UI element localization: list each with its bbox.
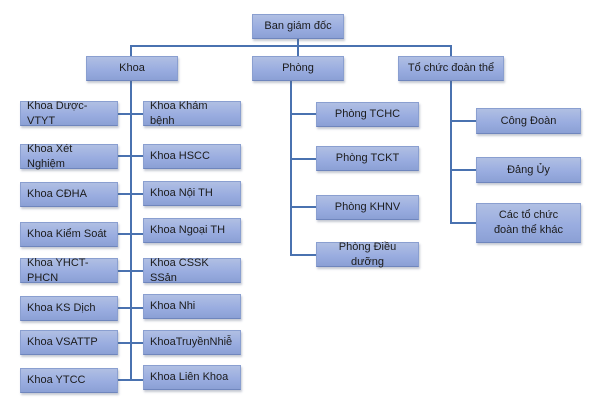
node-khoa-child: Khoa YHCT-PHCN xyxy=(20,256,118,284)
node-label: Khoa VSATTP xyxy=(27,336,98,349)
connector-phong-spine xyxy=(290,81,292,256)
connector-khoa-rung xyxy=(118,307,143,309)
node-phong-child: Phòng Điều dưỡng xyxy=(316,240,419,268)
connector-phong-rung xyxy=(290,113,316,115)
node-label: Khoa Nội TH xyxy=(150,187,213,200)
node-khoa-child: Khoa VSATTP xyxy=(20,330,118,355)
node-phong: Phòng xyxy=(252,56,344,81)
connector-khoa-rung xyxy=(118,155,143,157)
node-label: Khoa Ngoại TH xyxy=(150,224,226,237)
connector-tochuc-up xyxy=(450,45,452,56)
node-label: Phòng xyxy=(282,62,314,75)
connector-khoa-rung xyxy=(118,113,143,115)
connector-tochuc-rung xyxy=(450,169,476,171)
node-label: Khoa KS Dịch xyxy=(27,302,96,315)
connector-phong-rung xyxy=(290,206,316,208)
node-label: Khoa CSSK SSản xyxy=(150,256,209,284)
connector-phong-rung xyxy=(290,158,316,160)
connector-khoa-rung xyxy=(118,270,143,272)
node-khoa-child: Khoa HSCC xyxy=(143,144,241,169)
node-label: Phòng TCKT xyxy=(335,152,400,165)
connector-tochuc-rung xyxy=(450,222,476,224)
node-khoa-child: Khoa KS Dịch xyxy=(20,296,118,321)
node-label: Khoa Xét Nghiệm xyxy=(27,142,73,170)
node-label: Khoa xyxy=(119,62,145,75)
node-khoa-child: Khoa Nội TH xyxy=(143,181,241,206)
node-label: Các tổ chức đoàn thể khác xyxy=(493,209,564,236)
node-phong-child: Phòng KHNV xyxy=(316,195,419,220)
connector-khoa-rung xyxy=(118,233,143,235)
connector-tochuc-spine xyxy=(450,81,452,223)
node-khoa-child: Khoa Khám bệnh xyxy=(143,99,241,127)
node-khoa-child: Khoa Kiểm Soát xyxy=(20,222,118,247)
node-phong-child: Phòng TCHC xyxy=(316,102,419,127)
connector-phong-rung xyxy=(290,254,316,256)
node-to-chuc-doan-the: Tổ chức đoàn thể xyxy=(398,56,504,81)
node-khoa-child: Khoa Ngoại TH xyxy=(143,218,241,243)
node-ban-giam-doc: Ban giám đốc xyxy=(252,14,344,39)
node-tochuc-child: Các tổ chức đoàn thể khác xyxy=(476,203,581,243)
connector-khoa-rung xyxy=(118,342,143,344)
node-label: Đảng Ủy xyxy=(507,163,550,176)
node-label: Phòng KHNV xyxy=(334,201,401,214)
node-label: Phòng Điều dưỡng xyxy=(338,240,397,268)
node-khoa-child: Khoa Xét Nghiệm xyxy=(20,142,118,170)
node-label: KhoaTruyềnNhiễ xyxy=(150,336,233,349)
node-khoa: Khoa xyxy=(86,56,178,81)
connector-top-bus xyxy=(130,45,452,47)
node-label: Khoa Dược-VTYT xyxy=(27,99,88,127)
node-label: Khoa Liên Khoa xyxy=(150,371,229,384)
node-label: Khoa YHCT-PHCN xyxy=(27,256,89,284)
node-tochuc-child: Công Đoàn xyxy=(476,108,581,134)
node-label: Khoa Nhi xyxy=(150,300,196,313)
node-label: Công Đoàn xyxy=(500,114,557,127)
connector-khoa-rung xyxy=(118,193,143,195)
node-khoa-child: Khoa Liên Khoa xyxy=(143,365,241,390)
node-khoa-child: Khoa Dược-VTYT xyxy=(20,99,118,127)
node-label: Khoa HSCC xyxy=(150,150,210,163)
node-label: Phòng TCHC xyxy=(334,108,401,121)
node-khoa-child: KhoaTruyềnNhiễ xyxy=(143,330,241,355)
node-label: Tổ chức đoàn thể xyxy=(407,62,495,75)
node-label: Khoa Khám bệnh xyxy=(150,99,208,127)
node-label: Khoa CĐHA xyxy=(27,188,87,201)
node-label: Ban giám đốc xyxy=(264,20,332,33)
node-khoa-child: Khoa CSSK SSản xyxy=(143,256,241,284)
connector-khoa-up xyxy=(130,45,132,56)
connector-phong-up xyxy=(297,45,299,56)
node-khoa-child: Khoa CĐHA xyxy=(20,182,118,207)
connector-tochuc-rung xyxy=(450,120,476,122)
connector-root-down xyxy=(297,38,299,47)
connector-khoa-spine xyxy=(130,81,132,381)
node-phong-child: Phòng TCKT xyxy=(316,146,419,171)
node-khoa-child: Khoa Nhi xyxy=(143,294,241,319)
node-tochuc-child: Đảng Ủy xyxy=(476,157,581,183)
connector-khoa-rung xyxy=(118,379,143,381)
node-khoa-child: Khoa YTCC xyxy=(20,368,118,393)
node-label: Khoa YTCC xyxy=(27,374,86,387)
node-label: Khoa Kiểm Soát xyxy=(27,228,107,241)
